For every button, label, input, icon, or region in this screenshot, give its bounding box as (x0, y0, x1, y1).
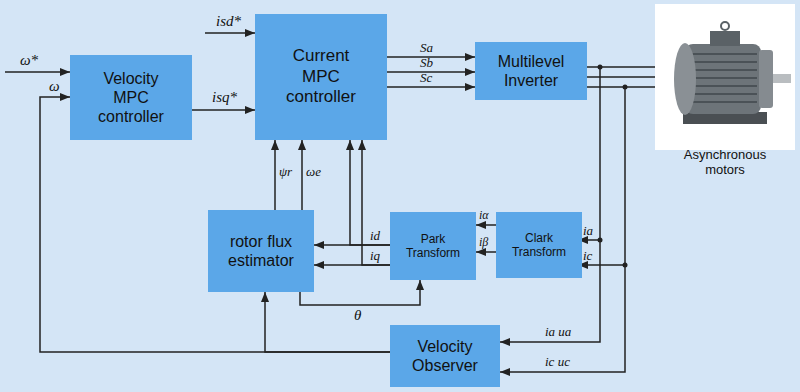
signal-name: isq* (212, 89, 237, 106)
signal-connector (476, 224, 496, 226)
signal-name: ωe (306, 165, 321, 179)
signal-name: iβ (479, 236, 488, 249)
box-label: Velocity Observer (403, 337, 488, 375)
motor-shaft (773, 74, 791, 83)
speed-reference-arrow (5, 71, 70, 73)
box-label: Velocity MPC controller (89, 69, 174, 127)
box-label: Current MPC controller (276, 46, 366, 107)
end-bell (759, 50, 773, 108)
signal-name: Sb (420, 56, 433, 70)
signal-name: ψr (279, 165, 292, 179)
signal-connector (350, 140, 390, 245)
inverter-box: Multilevel Inverter (475, 42, 587, 100)
terminal-box (710, 31, 740, 46)
motor-body (685, 44, 761, 114)
signal-connector (587, 66, 655, 68)
eye-bolt (721, 22, 729, 30)
controller-box: Velocity MPC controller (70, 55, 192, 140)
signal-name: ω* (20, 52, 38, 69)
signal-connector (274, 140, 276, 210)
signal-name: ia ua (545, 325, 571, 339)
photo-ground (655, 4, 795, 150)
signal-name: ic uc (545, 355, 570, 369)
cooling-fins (689, 54, 757, 102)
junction-dots (598, 65, 628, 268)
signal-connector (300, 280, 420, 305)
box-label: Multilevel Inverter (486, 52, 576, 90)
signal-name: Sc (420, 71, 432, 85)
signal-name: iq (370, 249, 380, 263)
signal-name: θ (354, 307, 361, 324)
signal-connector (301, 140, 303, 210)
flux-current-reference-arrow (205, 32, 255, 34)
fan-cover (674, 43, 696, 115)
signal-connector (265, 292, 390, 352)
signal-name: Sa (420, 41, 433, 55)
signal-name: iα (479, 209, 489, 222)
box-label: Park Transform (398, 232, 468, 261)
signal-connector (192, 109, 255, 111)
signal-connector (476, 251, 496, 253)
estimator-box: rotor flux estimator (208, 210, 314, 292)
signal-connector (587, 86, 655, 88)
signal-name: id (370, 229, 380, 243)
signal-connector (587, 76, 655, 78)
observer-box: Velocity Observer (390, 325, 500, 387)
controller-box: Current MPC controller (255, 14, 387, 140)
box-label: Clark Transform (504, 231, 574, 260)
signal-name: ia (583, 224, 593, 238)
motor-picture: Asynchronous motors (655, 4, 795, 178)
signal-name: isd* (216, 13, 241, 30)
transform-box: Park Transform (390, 212, 476, 280)
signal-wires (5, 33, 625, 372)
signal-name: ω (49, 78, 60, 95)
phase-a-measure-wire (500, 67, 600, 342)
signal-connector (362, 140, 390, 265)
transform-box: Clark Transform (496, 212, 582, 278)
signal-name: ic (583, 249, 592, 263)
motor-illustration (655, 4, 795, 150)
signal-connector (387, 86, 475, 88)
phase-c-current-wire (578, 264, 625, 266)
picture-caption: Asynchronous motors (665, 147, 785, 178)
box-label: rotor flux estimator (216, 232, 306, 270)
